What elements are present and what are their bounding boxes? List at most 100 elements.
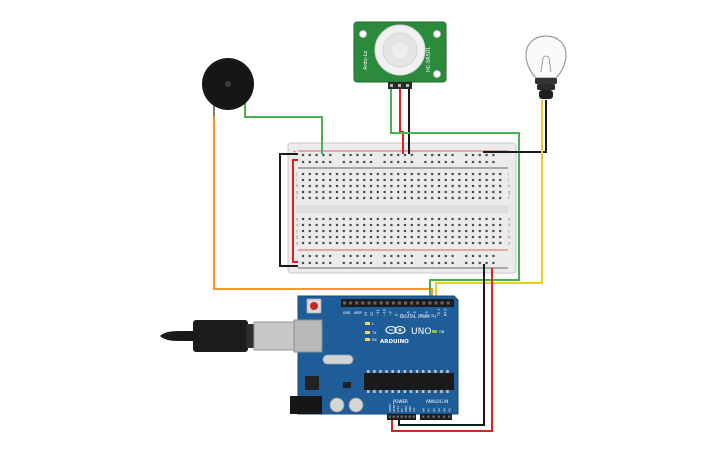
rail-hole[interactable]: [363, 254, 366, 258]
rail-hole[interactable]: [471, 153, 475, 157]
breadboard-hole[interactable]: [390, 235, 393, 239]
breadboard-hole[interactable]: [308, 229, 311, 233]
rail-hole[interactable]: [329, 261, 332, 265]
breadboard-hole[interactable]: [335, 217, 339, 221]
breadboard-hole[interactable]: [390, 196, 393, 200]
breadboard-hole[interactable]: [478, 241, 481, 245]
breadboard-hole[interactable]: [390, 190, 393, 194]
breadboard-hole[interactable]: [451, 178, 454, 182]
header-socket[interactable]: [391, 301, 395, 305]
breadboard-hole[interactable]: [376, 172, 379, 176]
rail-hole[interactable]: [390, 160, 393, 164]
rail-hole[interactable]: [437, 254, 441, 258]
breadboard-hole[interactable]: [383, 178, 386, 182]
rail-hole[interactable]: [410, 254, 413, 258]
breadboard-hole[interactable]: [485, 229, 488, 233]
rail-hole[interactable]: [315, 160, 318, 164]
breadboard-hole[interactable]: [424, 172, 427, 176]
breadboard-hole[interactable]: [376, 229, 379, 233]
breadboard-hole[interactable]: [458, 196, 461, 200]
rail-hole[interactable]: [308, 160, 311, 164]
breadboard-hole[interactable]: [417, 184, 420, 188]
header-socket[interactable]: [427, 415, 430, 418]
breadboard-hole[interactable]: [383, 235, 386, 239]
header-socket[interactable]: [373, 301, 377, 305]
rail-hole[interactable]: [471, 261, 475, 265]
header-socket[interactable]: [446, 301, 450, 305]
breadboard-hole[interactable]: [410, 190, 413, 194]
breadboard-hole[interactable]: [390, 229, 393, 233]
rail-hole[interactable]: [322, 153, 325, 157]
breadboard-hole[interactable]: [335, 235, 339, 239]
breadboard-hole[interactable]: [369, 223, 373, 227]
rail-hole[interactable]: [369, 254, 373, 258]
breadboard-hole[interactable]: [349, 196, 352, 200]
rail-hole[interactable]: [369, 261, 373, 265]
breadboard-hole[interactable]: [329, 172, 332, 176]
rail-hole[interactable]: [308, 153, 311, 157]
breadboard-hole[interactable]: [349, 223, 352, 227]
breadboard-hole[interactable]: [322, 217, 325, 221]
breadboard-hole[interactable]: [342, 196, 345, 200]
breadboard-hole[interactable]: [471, 184, 475, 188]
breadboard-hole[interactable]: [424, 241, 427, 245]
breadboard-hole[interactable]: [342, 223, 345, 227]
breadboard-hole[interactable]: [315, 229, 318, 233]
breadboard-hole[interactable]: [437, 172, 441, 176]
breadboard-hole[interactable]: [431, 217, 434, 221]
black-wire-bulb[interactable]: [483, 100, 547, 153]
rail-hole[interactable]: [410, 153, 413, 157]
breadboard-hole[interactable]: [458, 223, 461, 227]
breadboard-hole[interactable]: [444, 184, 447, 188]
breadboard-hole[interactable]: [315, 217, 318, 221]
breadboard-hole[interactable]: [356, 178, 359, 182]
breadboard-hole[interactable]: [431, 184, 434, 188]
breadboard-hole[interactable]: [322, 196, 325, 200]
breadboard-hole[interactable]: [471, 190, 475, 194]
breadboard-hole[interactable]: [431, 196, 434, 200]
breadboard-hole[interactable]: [342, 229, 345, 233]
breadboard-hole[interactable]: [403, 184, 407, 188]
rail-hole[interactable]: [301, 254, 305, 258]
breadboard-hole[interactable]: [349, 190, 352, 194]
green-wire-pir-signal[interactable]: [390, 88, 520, 300]
breadboard-hole[interactable]: [329, 229, 332, 233]
breadboard-hole[interactable]: [444, 196, 447, 200]
breadboard-hole[interactable]: [390, 217, 393, 221]
breadboard-hole[interactable]: [376, 178, 379, 182]
header-socket[interactable]: [410, 301, 414, 305]
breadboard-hole[interactable]: [471, 172, 475, 176]
breadboard-hole[interactable]: [431, 241, 434, 245]
breadboard-hole[interactable]: [403, 241, 407, 245]
header-socket[interactable]: [343, 301, 346, 305]
breadboard-hole[interactable]: [322, 241, 325, 245]
rail-hole[interactable]: [478, 153, 481, 157]
breadboard-hole[interactable]: [431, 178, 434, 182]
breadboard-hole[interactable]: [335, 229, 339, 233]
breadboard-hole[interactable]: [444, 229, 447, 233]
breadboard-hole[interactable]: [458, 178, 461, 182]
breadboard-hole[interactable]: [424, 178, 427, 182]
breadboard-hole[interactable]: [301, 217, 305, 221]
header-socket[interactable]: [412, 415, 415, 418]
rail-hole[interactable]: [444, 160, 447, 164]
breadboard-hole[interactable]: [342, 178, 345, 182]
breadboard-hole[interactable]: [485, 190, 488, 194]
breadboard-hole[interactable]: [451, 235, 454, 239]
rail-hole[interactable]: [465, 254, 468, 258]
header-socket[interactable]: [434, 301, 438, 305]
breadboard-hole[interactable]: [499, 178, 502, 182]
breadboard-hole[interactable]: [437, 223, 441, 227]
breadboard-hole[interactable]: [335, 223, 339, 227]
rail-hole[interactable]: [485, 160, 488, 164]
breadboard-hole[interactable]: [376, 217, 379, 221]
breadboard-hole[interactable]: [363, 217, 366, 221]
breadboard-hole[interactable]: [376, 235, 379, 239]
breadboard-hole[interactable]: [410, 196, 413, 200]
breadboard-hole[interactable]: [451, 172, 454, 176]
breadboard-hole[interactable]: [465, 190, 468, 194]
rail-hole[interactable]: [451, 160, 454, 164]
breadboard-hole[interactable]: [465, 178, 468, 182]
breadboard-hole[interactable]: [397, 235, 400, 239]
breadboard-hole[interactable]: [301, 190, 305, 194]
